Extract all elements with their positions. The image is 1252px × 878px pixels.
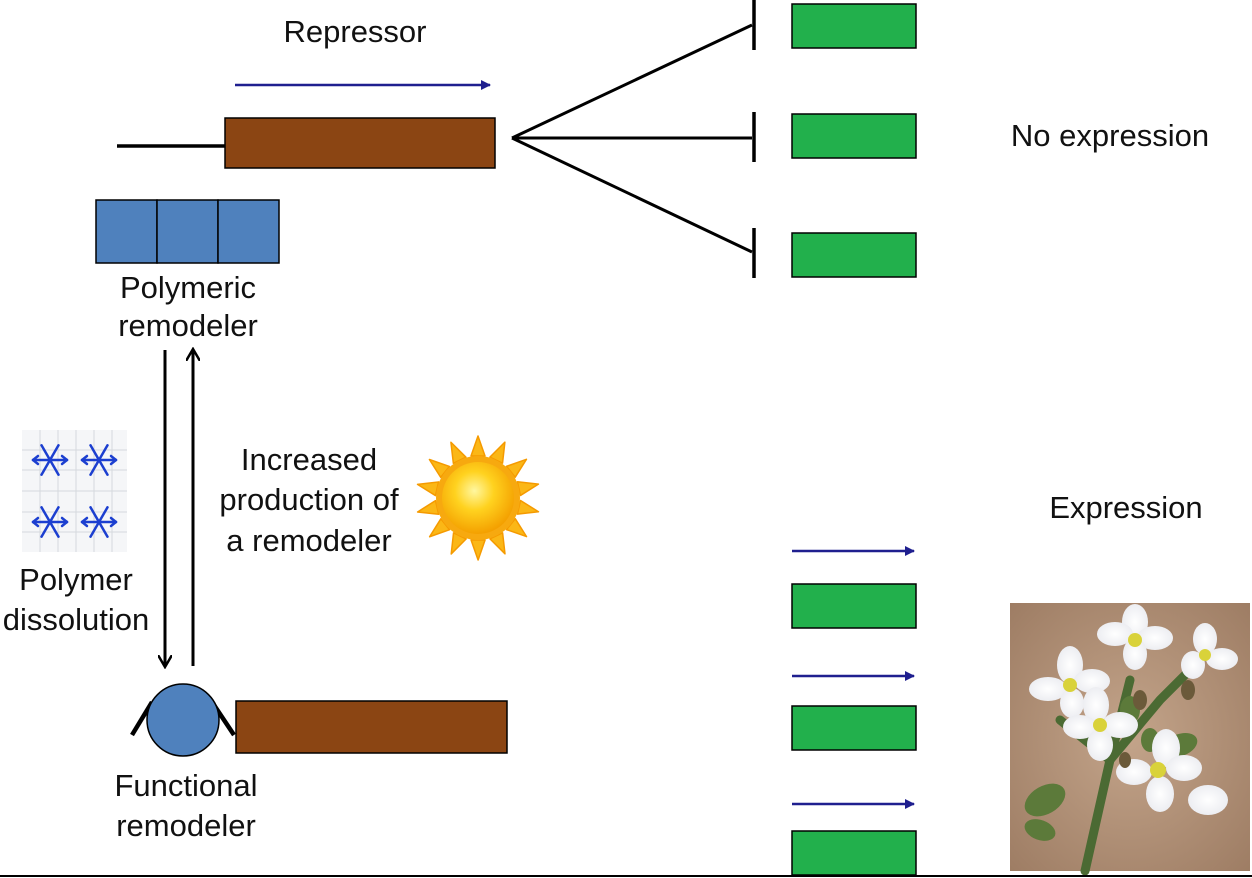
repression-fan	[511, 0, 756, 278]
polymeric-remodeler-label-line2: remodeler	[118, 308, 258, 343]
target-gene-expressed-2	[791, 705, 917, 751]
flower-photo	[1010, 603, 1250, 876]
functional-remodeler-label-line2: remodeler	[116, 808, 256, 843]
repressor-gene-box-active	[235, 700, 508, 754]
target-gene-repressed-1	[791, 3, 917, 49]
sun-icon	[416, 435, 540, 561]
polymer-dissolution-label-line1: Polymer	[19, 562, 133, 597]
target-gene-expressed-1	[791, 583, 917, 629]
no-expression-label: No expression	[1011, 118, 1209, 153]
target-gene-repressed-2	[791, 113, 917, 159]
functional-remodeler	[130, 683, 236, 757]
target-gene-expressed-3	[791, 830, 917, 876]
expression-label: Expression	[1049, 490, 1202, 525]
target-gene-repressed-3	[791, 232, 917, 278]
increased-production-label-line2: production of	[219, 482, 399, 517]
functional-remodeler-label-line1: Functional	[114, 768, 257, 803]
polymeric-remodeler	[95, 199, 280, 264]
polymeric-remodeler-label-line1: Polymeric	[120, 270, 256, 305]
repressor-label: Repressor	[284, 14, 427, 49]
polymer-dissolution-label-line2: dissolution	[3, 602, 149, 637]
repressor-gene-box	[224, 117, 496, 169]
increased-production-label-line3: a remodeler	[226, 523, 391, 558]
snowflake-icon	[22, 430, 127, 552]
increased-production-label-line1: Increased	[241, 442, 377, 477]
